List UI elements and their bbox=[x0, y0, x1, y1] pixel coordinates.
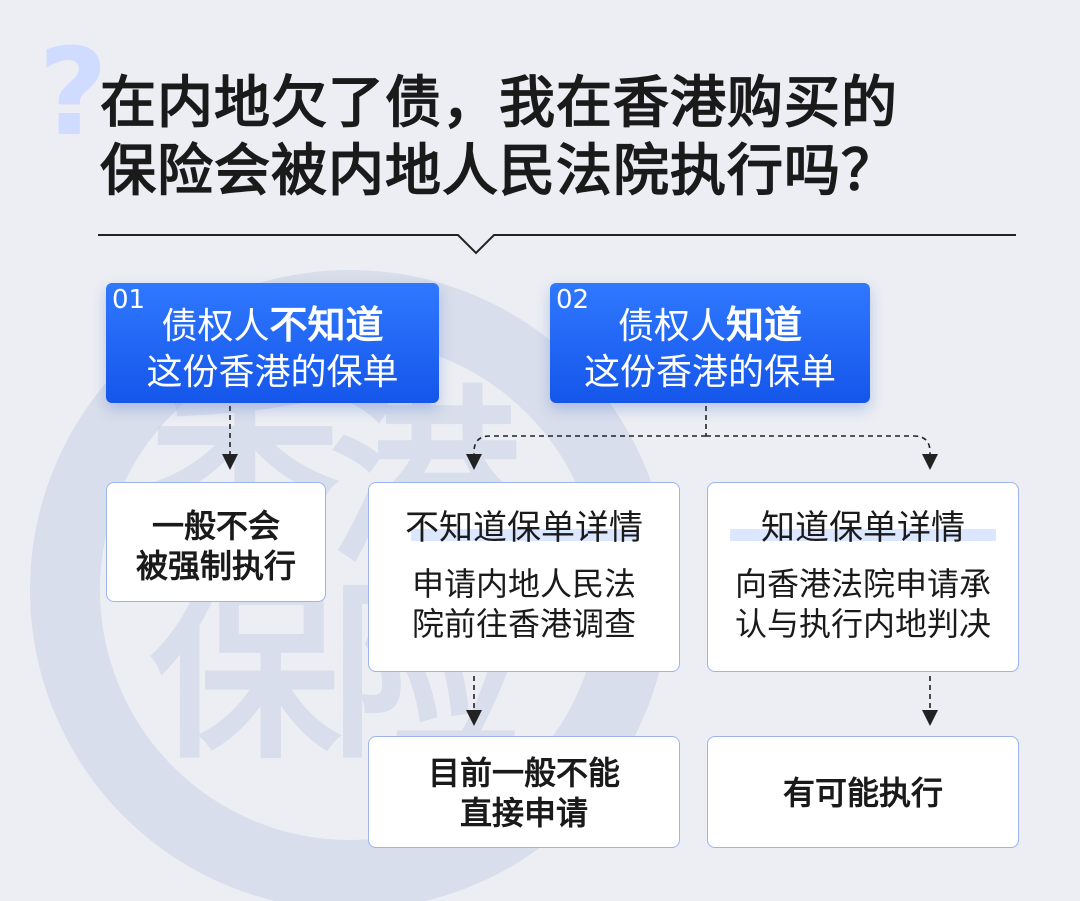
question-mark-icon: ? bbox=[38, 24, 108, 163]
sub-branch-unknown-head: 不知道保单详情 bbox=[405, 508, 643, 548]
branch-01-line1: 债权人不知道 bbox=[106, 303, 439, 349]
branch-02-line1-normal: 债权人 bbox=[617, 306, 726, 347]
sub-branch-known-result-box: 有可能执行 bbox=[707, 736, 1019, 848]
connector-b2-right bbox=[706, 435, 938, 470]
title-divider bbox=[98, 234, 1016, 255]
sub-branch-known-body-line2: 认与执行内地判决 bbox=[734, 605, 991, 643]
branch-01-result-line2: 被强制执行 bbox=[135, 547, 296, 585]
branch-01-result-box: 一般不会 被强制执行 bbox=[106, 482, 326, 602]
sub-branch-unknown-body-line2: 院前往香港调查 bbox=[411, 605, 636, 643]
branch-01-line1-normal: 债权人 bbox=[161, 306, 270, 347]
sub-branch-unknown-head-highlight bbox=[411, 529, 637, 541]
sub-branch-unknown-result-box: 目前一般不能 直接申请 bbox=[368, 736, 680, 848]
title-line-1: 在内地欠了债，我在香港购买的 bbox=[100, 71, 898, 136]
sub-branch-unknown-details-box: 不知道保单详情 申请内地人民法 院前往香港调查 bbox=[368, 482, 680, 672]
sub-branch-known-result: 有可能执行 bbox=[782, 774, 943, 812]
sub-branch-known-head-highlight bbox=[730, 529, 996, 541]
watermark-char-3: 保 bbox=[150, 564, 341, 785]
branch-01-line2: 这份香港的保单 bbox=[146, 352, 399, 393]
title-line-2: 保险会被内地人民法院执行吗？ bbox=[100, 139, 898, 204]
branch-02-line1: 债权人知道 bbox=[550, 303, 870, 349]
page-title: 在内地欠了债，我在香港购买的 保险会被内地人民法院执行吗？ bbox=[100, 70, 1060, 206]
branch-01-line1-strong: 不知道 bbox=[269, 303, 384, 347]
sub-branch-known-body-line1: 向香港法院申请承 bbox=[734, 565, 991, 603]
sub-branch-unknown-body-line1: 申请内地人民法 bbox=[411, 565, 636, 603]
branch-01-box: 01 债权人不知道 这份香港的保单 bbox=[106, 283, 439, 403]
branch-02-number: 02 bbox=[556, 285, 590, 315]
connector-b2-left bbox=[466, 435, 706, 470]
branch-01-result-line1: 一般不会 bbox=[151, 507, 280, 545]
sub-branch-unknown-result-line2: 直接申请 bbox=[459, 794, 588, 832]
branch-02-line1-strong: 知道 bbox=[726, 303, 803, 347]
sub-branch-known-details-box: 知道保单详情 向香港法院申请承 认与执行内地判决 bbox=[707, 482, 1019, 672]
sub-branch-unknown-result-line1: 目前一般不能 bbox=[427, 754, 620, 792]
branch-02-line2: 这份香港的保单 bbox=[583, 352, 836, 393]
branch-01-number: 01 bbox=[112, 285, 146, 315]
branch-02-box: 02 债权人知道 这份香港的保单 bbox=[550, 283, 870, 403]
sub-branch-known-head: 知道保单详情 bbox=[761, 508, 965, 548]
